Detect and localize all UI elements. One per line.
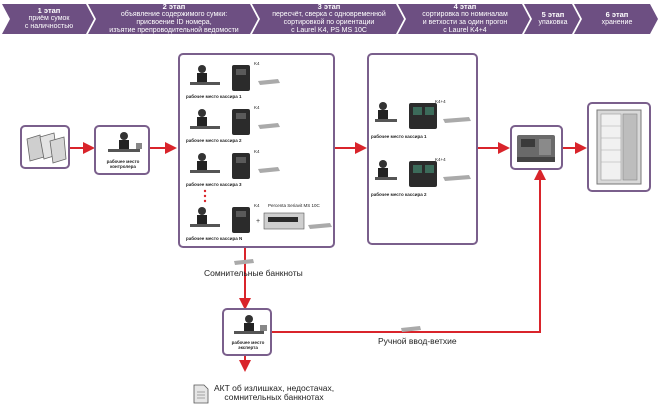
suspicious-notes-icon	[234, 259, 254, 265]
cashier-3-station-icon	[190, 153, 280, 179]
stage-3: 3 этап пересчёт, сверка с одновременной …	[260, 2, 398, 35]
document-icon	[193, 384, 209, 404]
stage-5-desc: упаковка	[538, 19, 568, 26]
packing-box	[510, 125, 563, 170]
suspicious-caption: Сомнительные банкноты	[204, 268, 303, 278]
stage-6: 6 этап хранение	[582, 4, 652, 34]
sorter-2-label: рабочее место кассира 2	[371, 192, 427, 197]
cashier-1-station-icon	[190, 65, 280, 91]
cashier-n-label: рабочее место кассира N	[186, 236, 243, 241]
stage-2-desc: объявление содержимого сумки: присвоение…	[109, 11, 239, 34]
cashier-2-station-icon	[190, 109, 280, 135]
cashier-n-station-icon: +	[190, 207, 332, 233]
cashier-1-device: K4	[254, 61, 260, 66]
expert-box: рабочее место эксперта	[222, 308, 272, 356]
stage-4-title: 4 этап	[453, 2, 477, 11]
stage-bar	[2, 4, 658, 34]
arrow-expert-packing	[272, 168, 546, 333]
stage-6-title: 6 этап	[605, 10, 629, 19]
stage-3-desc: пересчёт, сверка с одновременной сортиро…	[272, 11, 386, 34]
expert-label: рабочее место эксперта	[231, 340, 265, 350]
cashier-n-extra-device: Percenta Seriavit MS 10C	[268, 203, 320, 208]
sorter-1-label: рабочее место кассира 1	[371, 134, 427, 139]
sorter-2-station-icon	[375, 160, 471, 187]
stage-5: 5 этап упаковка	[532, 4, 574, 34]
more-cashiers-dots-icon	[203, 189, 207, 203]
cash-bags-icon	[26, 132, 67, 164]
stage-3-title: 3 этап	[317, 2, 341, 11]
stage-5-title: 5 этап	[541, 10, 565, 19]
stage-2: 2 этап объявление содержимого сумки: при…	[96, 2, 252, 35]
vault-safe-icon	[596, 109, 642, 185]
cashier-2-device: K4	[254, 105, 260, 110]
stage-1-title: 1 этап	[37, 6, 61, 15]
svg-text:+: +	[256, 218, 260, 225]
expert-desk-icon	[234, 315, 267, 334]
stage-1: 1 этап приём сумок с наличностью	[10, 4, 88, 34]
packing-machine-icon	[517, 135, 555, 162]
manual-input-caption: Ручной ввод-ветхие	[376, 336, 459, 346]
worn-notes-icon	[401, 326, 421, 332]
stage-6-desc: хранение	[601, 19, 633, 26]
sorter-1-device: K4+4	[435, 99, 446, 104]
act-caption: АКТ об излишках, недостачах, сомнительны…	[214, 383, 335, 402]
controller-desk-icon	[108, 132, 142, 152]
cashier-3-label: рабочее место кассира 3	[186, 182, 242, 187]
sorter-1-station-icon	[375, 102, 471, 129]
cashier-3-device: K4	[254, 149, 260, 154]
controller-box: рабочее место контролера	[94, 125, 150, 175]
cashier-2-label: рабочее место кассира 2	[186, 138, 242, 143]
bags-box	[20, 125, 70, 169]
stage-4: 4 этап сортировка по номиналам и ветхост…	[406, 2, 524, 35]
stage-2-title: 2 этап	[162, 2, 186, 11]
cashier-n-device: K4	[254, 203, 260, 208]
storage-box	[587, 102, 651, 192]
stage-4-desc: сортировка по номиналам и ветхости за од…	[422, 11, 508, 34]
sorters-box: K4+4 рабочее место кассира 1 K4+4 рабоче…	[367, 53, 478, 245]
cashier-1-label: рабочее место кассира 1	[186, 94, 242, 99]
controller-label: рабочее место контролера	[106, 159, 140, 169]
cashiers-box: K4 рабочее место кассира 1 K4 рабочее ме…	[178, 53, 335, 248]
stage-1-desc: приём сумок с наличностью	[24, 15, 74, 30]
sorter-2-device: K4+4	[435, 157, 446, 162]
